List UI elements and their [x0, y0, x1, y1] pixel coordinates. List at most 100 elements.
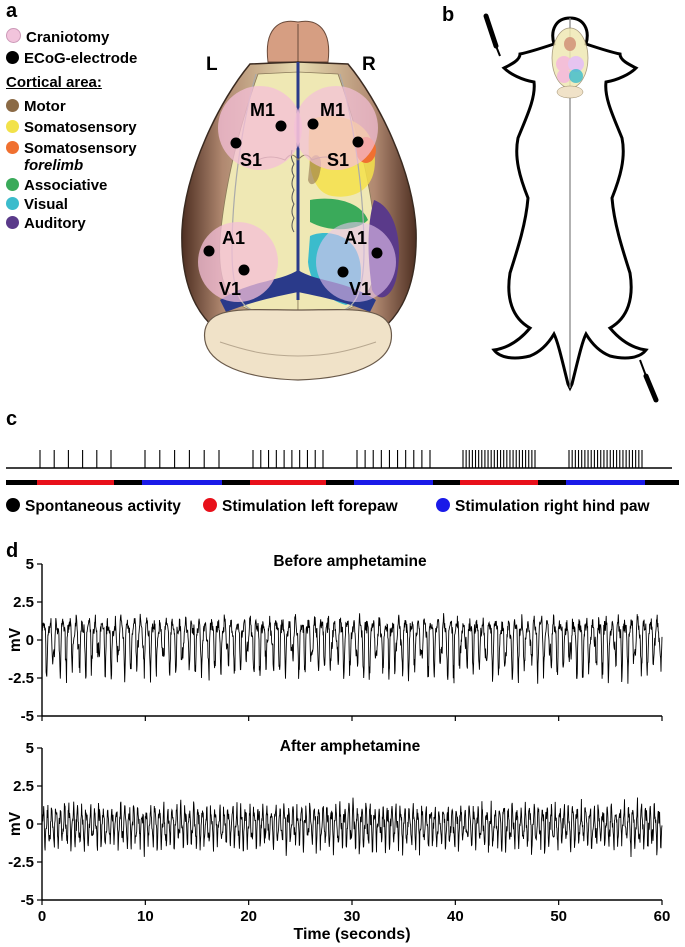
- x-tick-label: 40: [447, 908, 464, 925]
- y-tick-label: -5: [21, 892, 34, 909]
- auditory-label: Auditory: [24, 215, 86, 232]
- right-hemisphere-label: R: [362, 54, 376, 75]
- y-tick-label: -2.5: [8, 854, 34, 871]
- right-hind-paw-swatch: [436, 498, 450, 512]
- legend-somatosensory: Somatosensory: [6, 119, 137, 136]
- legend-heading: Cortical area:: [6, 74, 102, 91]
- ecog-trace-line: [41, 797, 663, 858]
- protocol-block-spontaneous: [114, 480, 142, 485]
- legend-motor: Motor: [6, 98, 66, 115]
- protocol-block-left: [37, 480, 114, 485]
- right-hind-paw-label: Stimulation right hind paw: [455, 498, 650, 515]
- y-tick-label: -2.5: [8, 670, 34, 687]
- left-hemisphere-label: L: [206, 54, 218, 75]
- protocol-block-left: [250, 480, 326, 485]
- legend-auditory: Auditory: [6, 215, 86, 232]
- spontaneous-label: Spontaneous activity: [25, 498, 181, 515]
- legend-somatosensory-forelimb: Somatosensory forelimb: [6, 140, 137, 174]
- panel-label-d: d: [6, 540, 19, 562]
- panel-label-c: c: [6, 408, 18, 430]
- panel-label-a: a: [6, 0, 18, 22]
- y-tick-label: 0: [26, 816, 34, 833]
- protocol-block-right: [566, 480, 645, 485]
- auditory-swatch: [6, 216, 19, 229]
- protocol-block-spontaneous: [433, 480, 460, 485]
- protocol-block-left: [460, 480, 538, 485]
- trace-title-before: Before amphetamine: [273, 553, 427, 570]
- y-tick-label: 5: [26, 740, 34, 757]
- label-m1-right: M1: [320, 100, 346, 120]
- label-v1-left: V1: [219, 279, 242, 299]
- protocol-block-spontaneous: [645, 480, 679, 485]
- protocol-block-right: [142, 480, 222, 485]
- protocol-block-right: [354, 480, 433, 485]
- y-tick-label: 2.5: [13, 594, 34, 611]
- x-tick-label: 20: [240, 908, 257, 925]
- panel-label-b: b: [442, 4, 455, 26]
- label-s1-left: S1: [240, 150, 263, 170]
- x-tick-label: 50: [550, 908, 567, 925]
- label-s1-right: S1: [327, 150, 350, 170]
- protocol-block-spontaneous: [6, 480, 37, 485]
- legend-visual: Visual: [6, 196, 68, 213]
- left-forepaw-label: Stimulation left forepaw: [222, 498, 398, 515]
- motor-swatch: [6, 99, 19, 112]
- associative-swatch: [6, 178, 19, 191]
- craniotomy-label: Craniotomy: [26, 29, 110, 46]
- trace-title-after: After amphetamine: [279, 738, 421, 755]
- y-tick-label: 5: [26, 556, 34, 573]
- protocol-legend-left-forepaw: Stimulation left forepaw: [203, 498, 398, 516]
- electrode-m1-right: [307, 118, 319, 130]
- craniotomy-right-back: [316, 222, 396, 302]
- y-tick-label: 2.5: [13, 778, 34, 795]
- electrode-m1-left: [275, 120, 287, 132]
- rat-outline: [483, 13, 659, 403]
- protocol-legend-right-hind-paw: Stimulation right hind paw: [436, 498, 650, 516]
- legend-associative: Associative: [6, 177, 107, 194]
- visual-label: Visual: [24, 196, 68, 213]
- craniotomy-right-front: [294, 86, 378, 170]
- craniotomy-swatch: [6, 28, 21, 43]
- protocol-legend-spontaneous: Spontaneous activity: [6, 498, 181, 516]
- label-a1-left: A1: [222, 228, 246, 248]
- y-axis-label: mV: [7, 627, 24, 652]
- left-forepaw-swatch: [203, 498, 217, 512]
- label-v1-right: V1: [349, 279, 372, 299]
- y-axis-label: mV: [7, 811, 24, 836]
- stimulation-protocol: [6, 450, 679, 485]
- x-tick-label: 10: [137, 908, 154, 925]
- protocol-block-spontaneous: [538, 480, 566, 485]
- protocol-block-spontaneous: [222, 480, 250, 485]
- craniotomy-left-back: [198, 222, 278, 302]
- brain-illustration: [181, 20, 417, 381]
- electrode-label: ECoG-electrode: [24, 50, 138, 67]
- y-tick-label: -5: [21, 708, 34, 725]
- electrode-s1-right: [352, 136, 364, 148]
- somatosensory-swatch: [6, 120, 19, 133]
- forelimb-label: Somatosensory: [24, 140, 137, 157]
- electrode-s1-left: [230, 137, 242, 149]
- visual-swatch: [6, 197, 19, 210]
- electrode-v1-left: [238, 264, 250, 276]
- x-tick-label: 0: [38, 908, 46, 925]
- electrode-swatch: [6, 51, 19, 64]
- y-tick-label: 0: [26, 632, 34, 649]
- spontaneous-swatch: [6, 498, 20, 512]
- forelimb-sublabel: forelimb: [24, 157, 84, 174]
- x-tick-label: 30: [344, 908, 361, 925]
- x-axis-label: Time (seconds): [293, 926, 410, 943]
- legend-craniotomy: Craniotomy: [6, 28, 109, 46]
- electrode-a1-right: [371, 247, 383, 259]
- protocol-block-spontaneous: [326, 480, 354, 485]
- electrode-a1-left: [203, 245, 215, 257]
- forelimb-swatch: [6, 141, 19, 154]
- electrode-v1-right: [337, 266, 349, 278]
- ecog-trace-line: [41, 613, 663, 684]
- craniotomy-left-front: [218, 86, 302, 170]
- somatosensory-label: Somatosensory: [24, 119, 137, 136]
- x-tick-label: 60: [654, 908, 671, 925]
- legend-electrode: ECoG-electrode: [6, 50, 137, 67]
- motor-label: Motor: [24, 98, 66, 115]
- label-m1-left: M1: [250, 100, 276, 120]
